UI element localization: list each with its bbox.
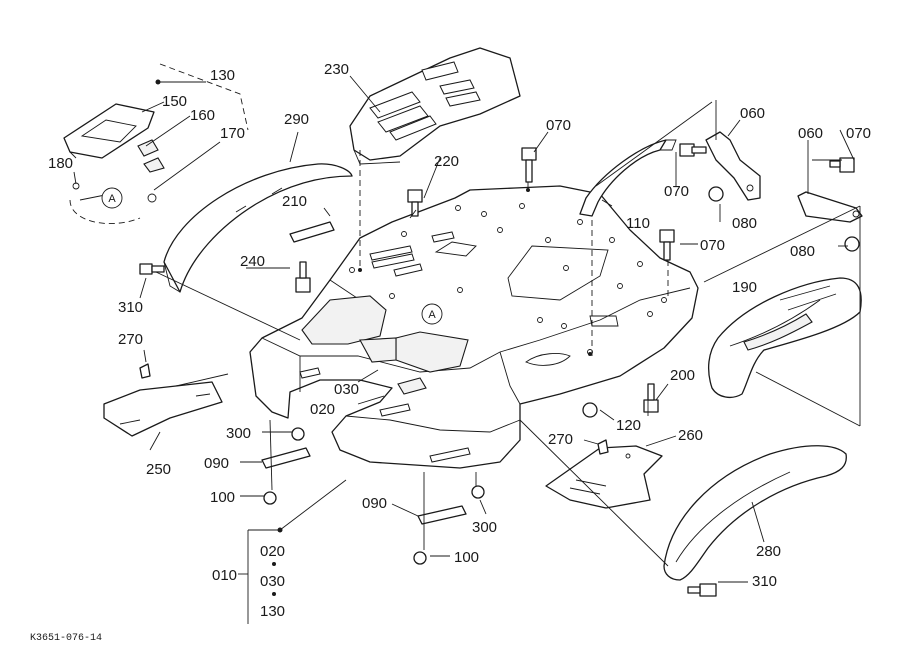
leader-lines [73,75,861,624]
svg-text:A: A [108,193,116,205]
label-200: 200 [670,367,695,384]
handle-110 [579,139,677,217]
nut-080-a [708,186,724,202]
label-250: 250 [146,461,171,478]
bolt-070-top [521,147,537,183]
label-160: 160 [190,107,215,124]
nut-080-b [844,236,860,252]
bracket-060-right [797,191,863,223]
label-090-center: 090 [362,495,387,512]
label-010: 010 [212,567,237,584]
label-100-left: 100 [210,489,235,506]
label-230: 230 [324,61,349,78]
bolt-310-left [139,263,165,275]
label-310-left: 310 [118,299,143,316]
label-280: 280 [756,543,781,560]
label-260: 260 [678,427,703,444]
right-fender-cover [707,277,862,399]
label-070-upper-right: 070 [664,183,689,200]
plate-250 [103,381,223,437]
top-cover-plate [349,47,521,165]
bolt-070-mid [659,229,675,261]
label-310-right: 310 [752,573,777,590]
label-300-left: 300 [226,425,251,442]
lower-plate-260 [545,445,663,509]
label-180: 180 [48,155,73,172]
bolt-240 [295,261,311,293]
plate-090-b [417,505,467,525]
label-100-center: 100 [454,549,479,566]
label-150: 150 [162,93,187,110]
bolt-070-far-right [829,157,855,173]
label-060-upper: 060 [740,105,765,122]
label-190: 190 [732,279,757,296]
part-labels: 130 150 160 170 180 230 290 210 220 070 … [48,61,871,620]
label-220: 220 [434,153,459,170]
bolt-070-upper-right [679,143,707,157]
nut-300-a [291,427,305,441]
bolt-310-right [687,583,717,597]
nut-120 [582,402,598,418]
label-290: 290 [284,111,309,128]
part-210 [289,221,335,243]
label-080-a: 080 [732,215,757,232]
reference-dots [155,79,592,596]
label-300-center: 300 [472,519,497,536]
svg-text:A: A [428,309,436,321]
clip-270-b [597,439,609,455]
label-240: 240 [240,253,265,270]
main-fender-frame [249,185,699,469]
nut-100-b [413,551,427,565]
label-060-right: 060 [798,125,823,142]
label-120: 120 [616,417,641,434]
label-030-list: 030 [260,573,285,590]
label-270-left: 270 [118,331,143,348]
label-170: 170 [220,125,245,142]
label-070-mid: 070 [700,237,725,254]
drawing-code: K3651-076-14 [30,633,102,644]
detail-130-assembly [63,63,249,225]
label-130-list: 130 [260,603,285,620]
label-130: 130 [210,67,235,84]
label-210: 210 [282,193,307,210]
bolt-200 [643,383,659,413]
label-020: 020 [310,401,335,418]
label-110: 110 [626,215,650,232]
clip-270-a [139,363,151,379]
label-030: 030 [334,381,359,398]
label-070-top: 070 [546,117,571,134]
left-fender-arc [163,163,353,293]
rear-fender [663,445,847,581]
label-020-list: 020 [260,543,285,560]
nut-300-b [471,485,485,499]
label-090-left: 090 [204,455,229,472]
callout-a-left: A [101,187,123,209]
plate-090-a [261,447,311,469]
nut-100-a [263,491,277,505]
label-070-far-right: 070 [846,125,871,142]
label-270-right: 270 [548,431,573,448]
bracket-060-upper [705,131,761,201]
callout-a-center: A [421,303,443,325]
bolt-220 [407,189,423,217]
label-080-b: 080 [790,243,815,260]
